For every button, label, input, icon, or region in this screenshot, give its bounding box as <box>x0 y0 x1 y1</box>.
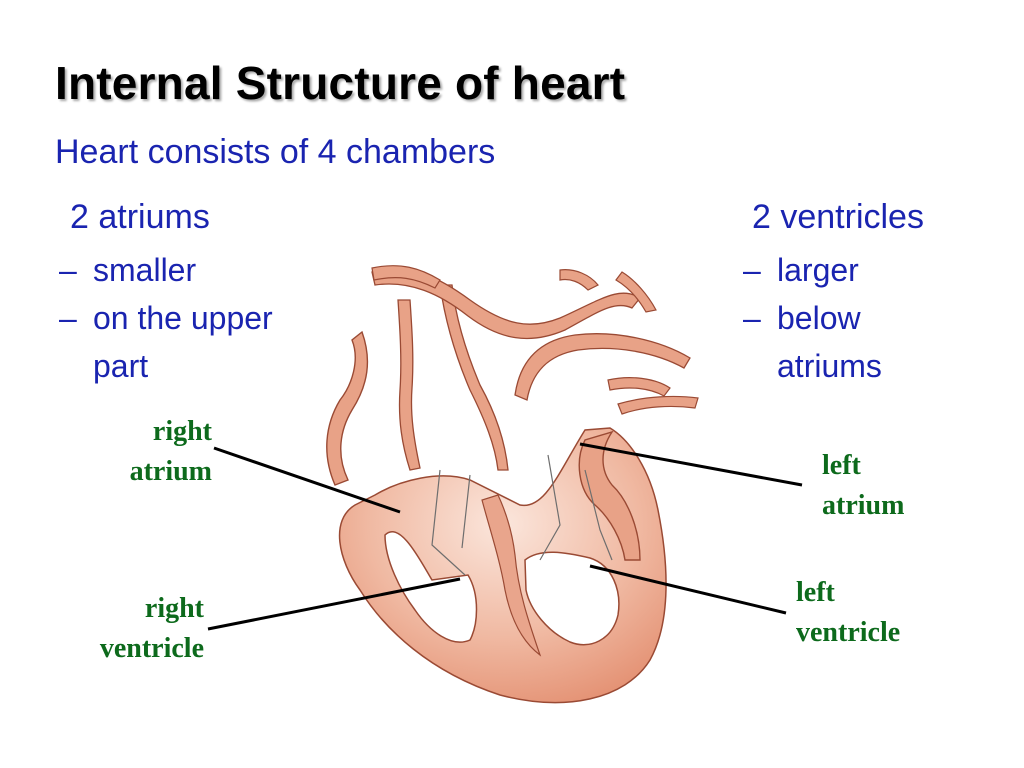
ascending-aorta <box>514 333 691 401</box>
bullet-text: smaller <box>93 252 197 288</box>
right-atrium-leader-line <box>213 446 401 514</box>
tricuspid-valve <box>431 469 471 576</box>
atriums-bullet-list: – smaller – on the upper part <box>59 246 309 390</box>
aorta-branch-1 <box>371 265 441 289</box>
list-item: – below atriums <box>743 294 943 390</box>
label-line: left <box>822 450 861 481</box>
left-ventricle-leader-line <box>589 564 787 615</box>
ventricles-heading: 2 ventricles <box>752 198 924 236</box>
label-line: right <box>144 593 204 624</box>
pulmonary-vein-2 <box>617 395 699 415</box>
left-atrium-wall <box>578 430 641 561</box>
label-line: atrium <box>822 490 905 521</box>
aorta-branch-2 <box>559 269 599 291</box>
aorta-branch-3 <box>615 271 657 313</box>
vena-cava-wall <box>397 299 421 471</box>
left-ventricle-cavity <box>524 551 620 646</box>
label-line: left <box>796 577 835 608</box>
left-atrium-label: left atrium <box>822 446 904 526</box>
atriums-heading: 2 atriums <box>70 198 210 236</box>
right-ventricle-leader-line <box>207 577 461 631</box>
dash-marker: – <box>743 300 761 336</box>
label-line: ventricle <box>99 633 204 664</box>
slide-subtitle: Heart consists of 4 chambers <box>55 133 496 171</box>
interventricular-septum <box>481 494 542 657</box>
left-ventricle-label: left ventricle <box>796 573 900 653</box>
label-line: ventricle <box>796 617 901 648</box>
ventricles-bullet-list: – larger – below atriums <box>743 246 943 390</box>
bullet-text: on the upper part <box>93 300 273 384</box>
label-line: right <box>152 416 212 447</box>
list-item: – larger <box>743 246 943 294</box>
dash-marker: – <box>59 252 77 288</box>
list-item: – smaller <box>59 246 309 294</box>
right-atrium-wall <box>326 330 369 486</box>
list-item: – on the upper part <box>59 294 309 390</box>
right-atrium-label: right atrium <box>80 412 212 492</box>
pulmonary-vein-1 <box>607 377 671 397</box>
right-ventricle-label: right ventricle <box>60 589 204 669</box>
dash-marker: – <box>743 252 761 288</box>
left-atrium-leader-line <box>579 442 803 487</box>
right-ventricle-cavity <box>384 531 478 643</box>
pulmonary-trunk-wall <box>439 284 509 471</box>
dash-marker: – <box>59 300 77 336</box>
bullet-text: below atriums <box>777 300 882 384</box>
bullet-text: larger <box>777 252 859 288</box>
aortic-arch <box>371 268 641 340</box>
slide-title: Internal Structure of heart <box>55 57 626 109</box>
mitral-valve <box>539 454 613 561</box>
label-line: atrium <box>129 456 212 487</box>
